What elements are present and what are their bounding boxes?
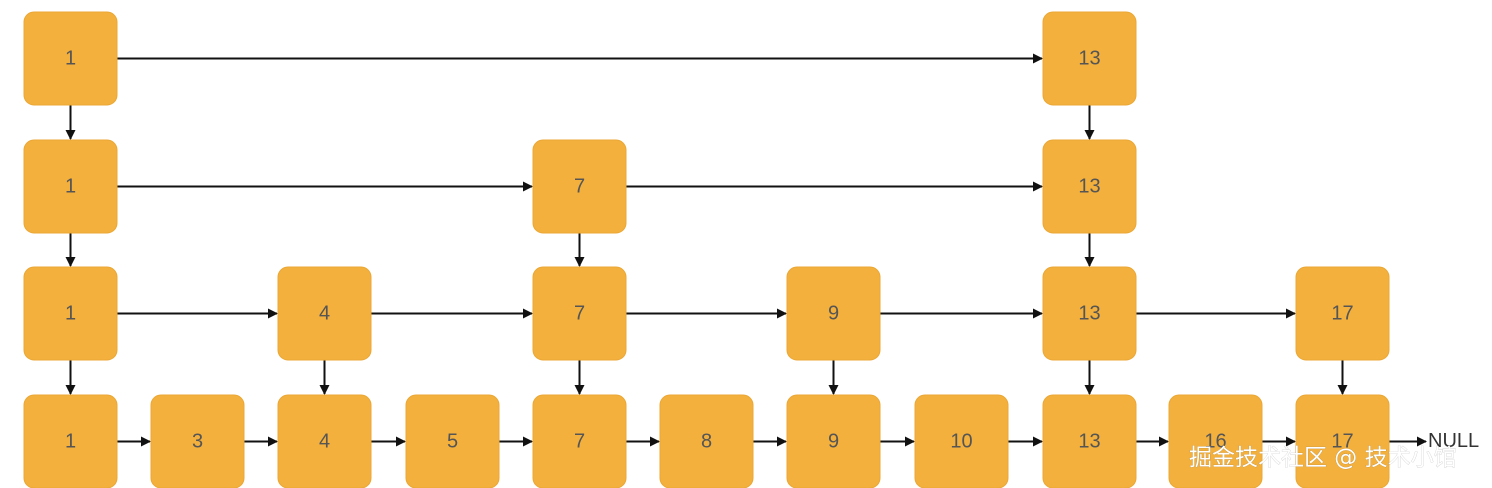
node-box [1295,394,1390,488]
node-level-1-13: 13 [1042,266,1137,361]
node-label: 17 [1331,431,1353,453]
node-level-0-1: 1 [23,394,118,488]
node-label: 13 [1078,48,1100,70]
node-level-1-7: 7 [532,266,627,361]
node-level-1-4: 4 [277,266,372,361]
node-label: 3 [192,431,203,453]
node-label: 4 [319,303,330,325]
node-level-0-16: 16 [1168,394,1263,488]
node-box [532,394,627,488]
node-label: 17 [1331,303,1353,325]
node-label: 5 [447,431,458,453]
node-level-2-1: 1 [23,139,118,234]
node-box [1042,139,1137,234]
node-box [1042,11,1137,106]
watermark-text: 掘金技术社区 @ 技术小馆 [1189,445,1457,471]
node-box [1042,266,1137,361]
node-label: 7 [574,176,585,198]
node-level-0-3: 3 [150,394,245,488]
node-level-2-13: 13 [1042,139,1137,234]
node-box [914,394,1009,488]
node-label: 1 [65,303,76,325]
node-box [405,394,500,488]
node-label: 13 [1078,431,1100,453]
terminal-layer: NULL [1428,430,1479,452]
node-label: 1 [65,431,76,453]
node-box [23,266,118,361]
node-box [277,266,372,361]
node-box [23,11,118,106]
node-level-1-9: 9 [786,266,881,361]
node-box [786,266,881,361]
node-label: 9 [828,303,839,325]
node-level-0-9: 9 [786,394,881,488]
node-label: 7 [574,431,585,453]
node-label: 4 [319,431,330,453]
node-label: 13 [1078,303,1100,325]
node-level-3-1: 1 [23,11,118,106]
node-box [532,139,627,234]
node-level-0-5: 5 [405,394,500,488]
node-level-2-7: 7 [532,139,627,234]
node-box [23,394,118,488]
node-label: 10 [950,431,972,453]
node-box [150,394,245,488]
node-box [1295,266,1390,361]
node-level-1-17: 17 [1295,266,1390,361]
node-level-0-7: 7 [532,394,627,488]
node-level-0-13: 13 [1042,394,1137,488]
node-box [1168,394,1263,488]
node-level-0-4: 4 [277,394,372,488]
node-label: 16 [1204,431,1226,453]
node-level-3-13: 13 [1042,11,1137,106]
node-box [277,394,372,488]
node-box [23,139,118,234]
node-level-0-10: 10 [914,394,1009,488]
node-label: 1 [65,48,76,70]
null-label: NULL [1428,430,1479,452]
node-label: 1 [65,176,76,198]
node-label: 8 [701,431,712,453]
edges-layer [65,53,1427,447]
node-box [659,394,754,488]
node-box [786,394,881,488]
node-level-1-1: 1 [23,266,118,361]
watermark: 掘金技术社区 @ 技术小馆 [1189,445,1457,472]
node-label: 7 [574,303,585,325]
node-label: 9 [828,431,839,453]
node-label: 13 [1078,176,1100,198]
node-level-0-8: 8 [659,394,754,488]
node-box [532,266,627,361]
node-level-0-17: 17 [1295,394,1390,488]
node-box [1042,394,1137,488]
